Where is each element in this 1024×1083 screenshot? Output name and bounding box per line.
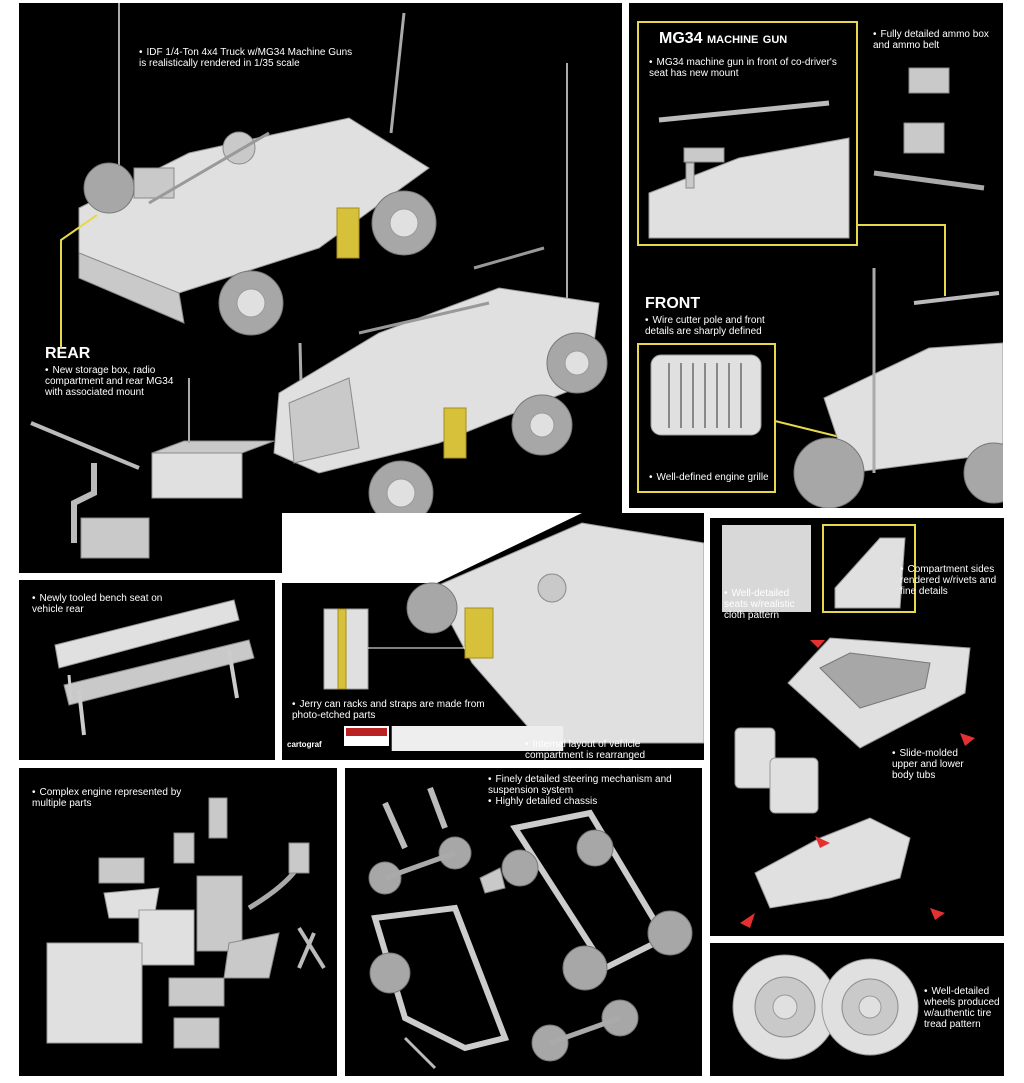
rear-text: New storage box, radio compartment and r…	[45, 365, 180, 398]
grille-text: Well-defined engine grille	[649, 472, 774, 483]
mg34-front-panel: MG34 machine gun MG34 machine gun in fro…	[629, 3, 1003, 508]
bench-text: Newly tooled bench seat on vehicle rear	[32, 593, 182, 615]
tubs-text: Slide-molded upper and lower body tubs	[892, 748, 982, 781]
engine-text: Complex engine represented by multiple p…	[32, 787, 182, 809]
bench-illustration	[54, 599, 255, 736]
sides-text: Compartment sides rendered w/rivets and …	[900, 564, 998, 597]
main-vehicle-illustration	[30, 3, 608, 559]
intro-text: IDF 1/4-Ton 4x4 Truck w/MG34 Machine Gun…	[139, 47, 354, 69]
wheels-text: Well-detailed wheels produced w/authenti…	[924, 986, 1002, 1030]
seats-text: Well-detailed seats w/realistic cloth pa…	[724, 588, 814, 621]
mg34-front-illustration	[637, 21, 1003, 508]
front-heading: FRONT	[645, 295, 701, 312]
chassis-panel: Finely detailed steering mechanism and s…	[345, 768, 702, 1076]
body-tubs-panel: Well-detailed seats w/realistic cloth pa…	[710, 518, 1004, 936]
jerry-interior-illustration	[282, 513, 704, 751]
jerry-can-panel: Jerry can racks and straps are made from…	[282, 513, 704, 760]
mg34-heading: MG34 machine gun	[659, 30, 788, 47]
ammo-text: Fully detailed ammo box and ammo belt	[873, 29, 993, 51]
engine-illustration	[46, 797, 326, 1049]
chassis-text-2: Highly detailed chassis	[488, 796, 693, 807]
main-vehicle-panel: IDF 1/4-Ton 4x4 Truck w/MG34 Machine Gun…	[19, 3, 622, 573]
jerry-text: Jerry can racks and straps are made from…	[292, 699, 512, 721]
chassis-text-1: Finely detailed steering mechanism and s…	[488, 774, 693, 796]
body-tubs-illustration	[722, 524, 975, 928]
mg34-text: MG34 machine gun in front of co-driver's…	[649, 57, 854, 79]
cartograf-logo: cartograf	[287, 740, 322, 749]
wheels-panel: Well-detailed wheels produced w/authenti…	[710, 943, 1004, 1076]
engine-panel: Complex engine represented by multiple p…	[19, 768, 337, 1076]
rear-heading: REAR	[45, 345, 91, 362]
front-text: Wire cutter pole and front details are s…	[645, 315, 785, 337]
bench-panel: Newly tooled bench seat on vehicle rear	[19, 580, 275, 760]
interior-text: Internal layout of vehicle compartment i…	[525, 739, 700, 760]
chassis-illustration	[368, 786, 693, 1070]
wheels-illustration	[732, 954, 919, 1060]
